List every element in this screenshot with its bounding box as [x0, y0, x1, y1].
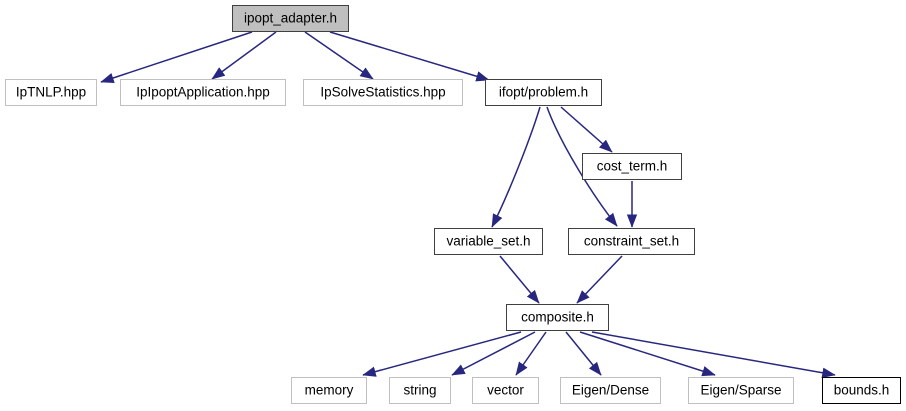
- graph-node-bounds[interactable]: bounds.h: [822, 377, 901, 404]
- graph-node-label: IpTNLP.hpp: [15, 84, 87, 100]
- graph-node-constraint_set[interactable]: constraint_set.h: [568, 228, 695, 255]
- edge-composite-to-vector: [515, 331, 547, 376]
- graph-node-label: bounds.h: [833, 382, 890, 398]
- graph-node-label: variable_set.h: [446, 233, 531, 249]
- edge-ipopt_adapter-to-ipsolvestats: [304, 31, 374, 80]
- edge-ipopt_adapter-to-problem: [329, 31, 490, 82]
- graph-node-variable_set[interactable]: variable_set.h: [434, 228, 543, 255]
- graph-node-ipsolvestats[interactable]: IpSolveStatistics.hpp: [303, 79, 463, 106]
- graph-node-label: IpSolveStatistics.hpp: [320, 84, 446, 100]
- edge-ipopt_adapter-to-iptnlp: [100, 31, 253, 83]
- graph-node-label: ifopt/problem.h: [498, 84, 589, 100]
- edge-ipopt_adapter-to-ipipoptapp: [211, 31, 277, 80]
- graph-node-cost_term[interactable]: cost_term.h: [582, 153, 682, 180]
- graph-node-ipopt_adapter[interactable]: ipopt_adapter.h: [232, 5, 349, 32]
- edge-composite-to-bounds: [591, 331, 836, 378]
- graph-node-label: composite.h: [521, 309, 594, 325]
- graph-node-label: string: [403, 382, 437, 398]
- edge-problem-to-cost_term: [560, 106, 613, 153]
- graph-node-iptnlp[interactable]: IpTNLP.hpp: [5, 79, 97, 106]
- graph-node-label: vector: [487, 382, 524, 398]
- graph-node-ipipoptapp[interactable]: IpIpoptApplication.hpp: [120, 79, 286, 106]
- graph-node-label: memory: [304, 382, 354, 398]
- graph-node-label: IpIpoptApplication.hpp: [136, 84, 270, 100]
- edge-composite-to-string: [451, 331, 536, 376]
- edge-composite-to-eigen_sparse: [579, 331, 716, 377]
- graph-node-label: cost_term.h: [596, 158, 668, 174]
- graph-node-eigen_dense[interactable]: Eigen/Dense: [560, 377, 661, 404]
- edge-composite-to-memory: [362, 331, 522, 377]
- graph-node-label: ipopt_adapter.h: [243, 10, 338, 26]
- graph-node-label: Eigen/Sparse: [700, 382, 782, 398]
- graph-node-memory[interactable]: memory: [291, 377, 367, 404]
- edge-composite-to-eigen_dense: [565, 331, 602, 376]
- edge-problem-to-variable_set: [491, 106, 541, 228]
- edge-constraint_set-to-composite: [576, 255, 623, 304]
- graph-node-vector[interactable]: vector: [472, 377, 539, 404]
- graph-node-composite[interactable]: composite.h: [506, 304, 609, 331]
- graph-node-string[interactable]: string: [389, 377, 451, 404]
- graph-node-label: constraint_set.h: [583, 233, 680, 249]
- graph-node-problem[interactable]: ifopt/problem.h: [485, 79, 602, 106]
- edge-variable_set-to-composite: [499, 255, 540, 304]
- graph-node-label: Eigen/Dense: [571, 382, 650, 398]
- graph-node-eigen_sparse[interactable]: Eigen/Sparse: [688, 377, 794, 404]
